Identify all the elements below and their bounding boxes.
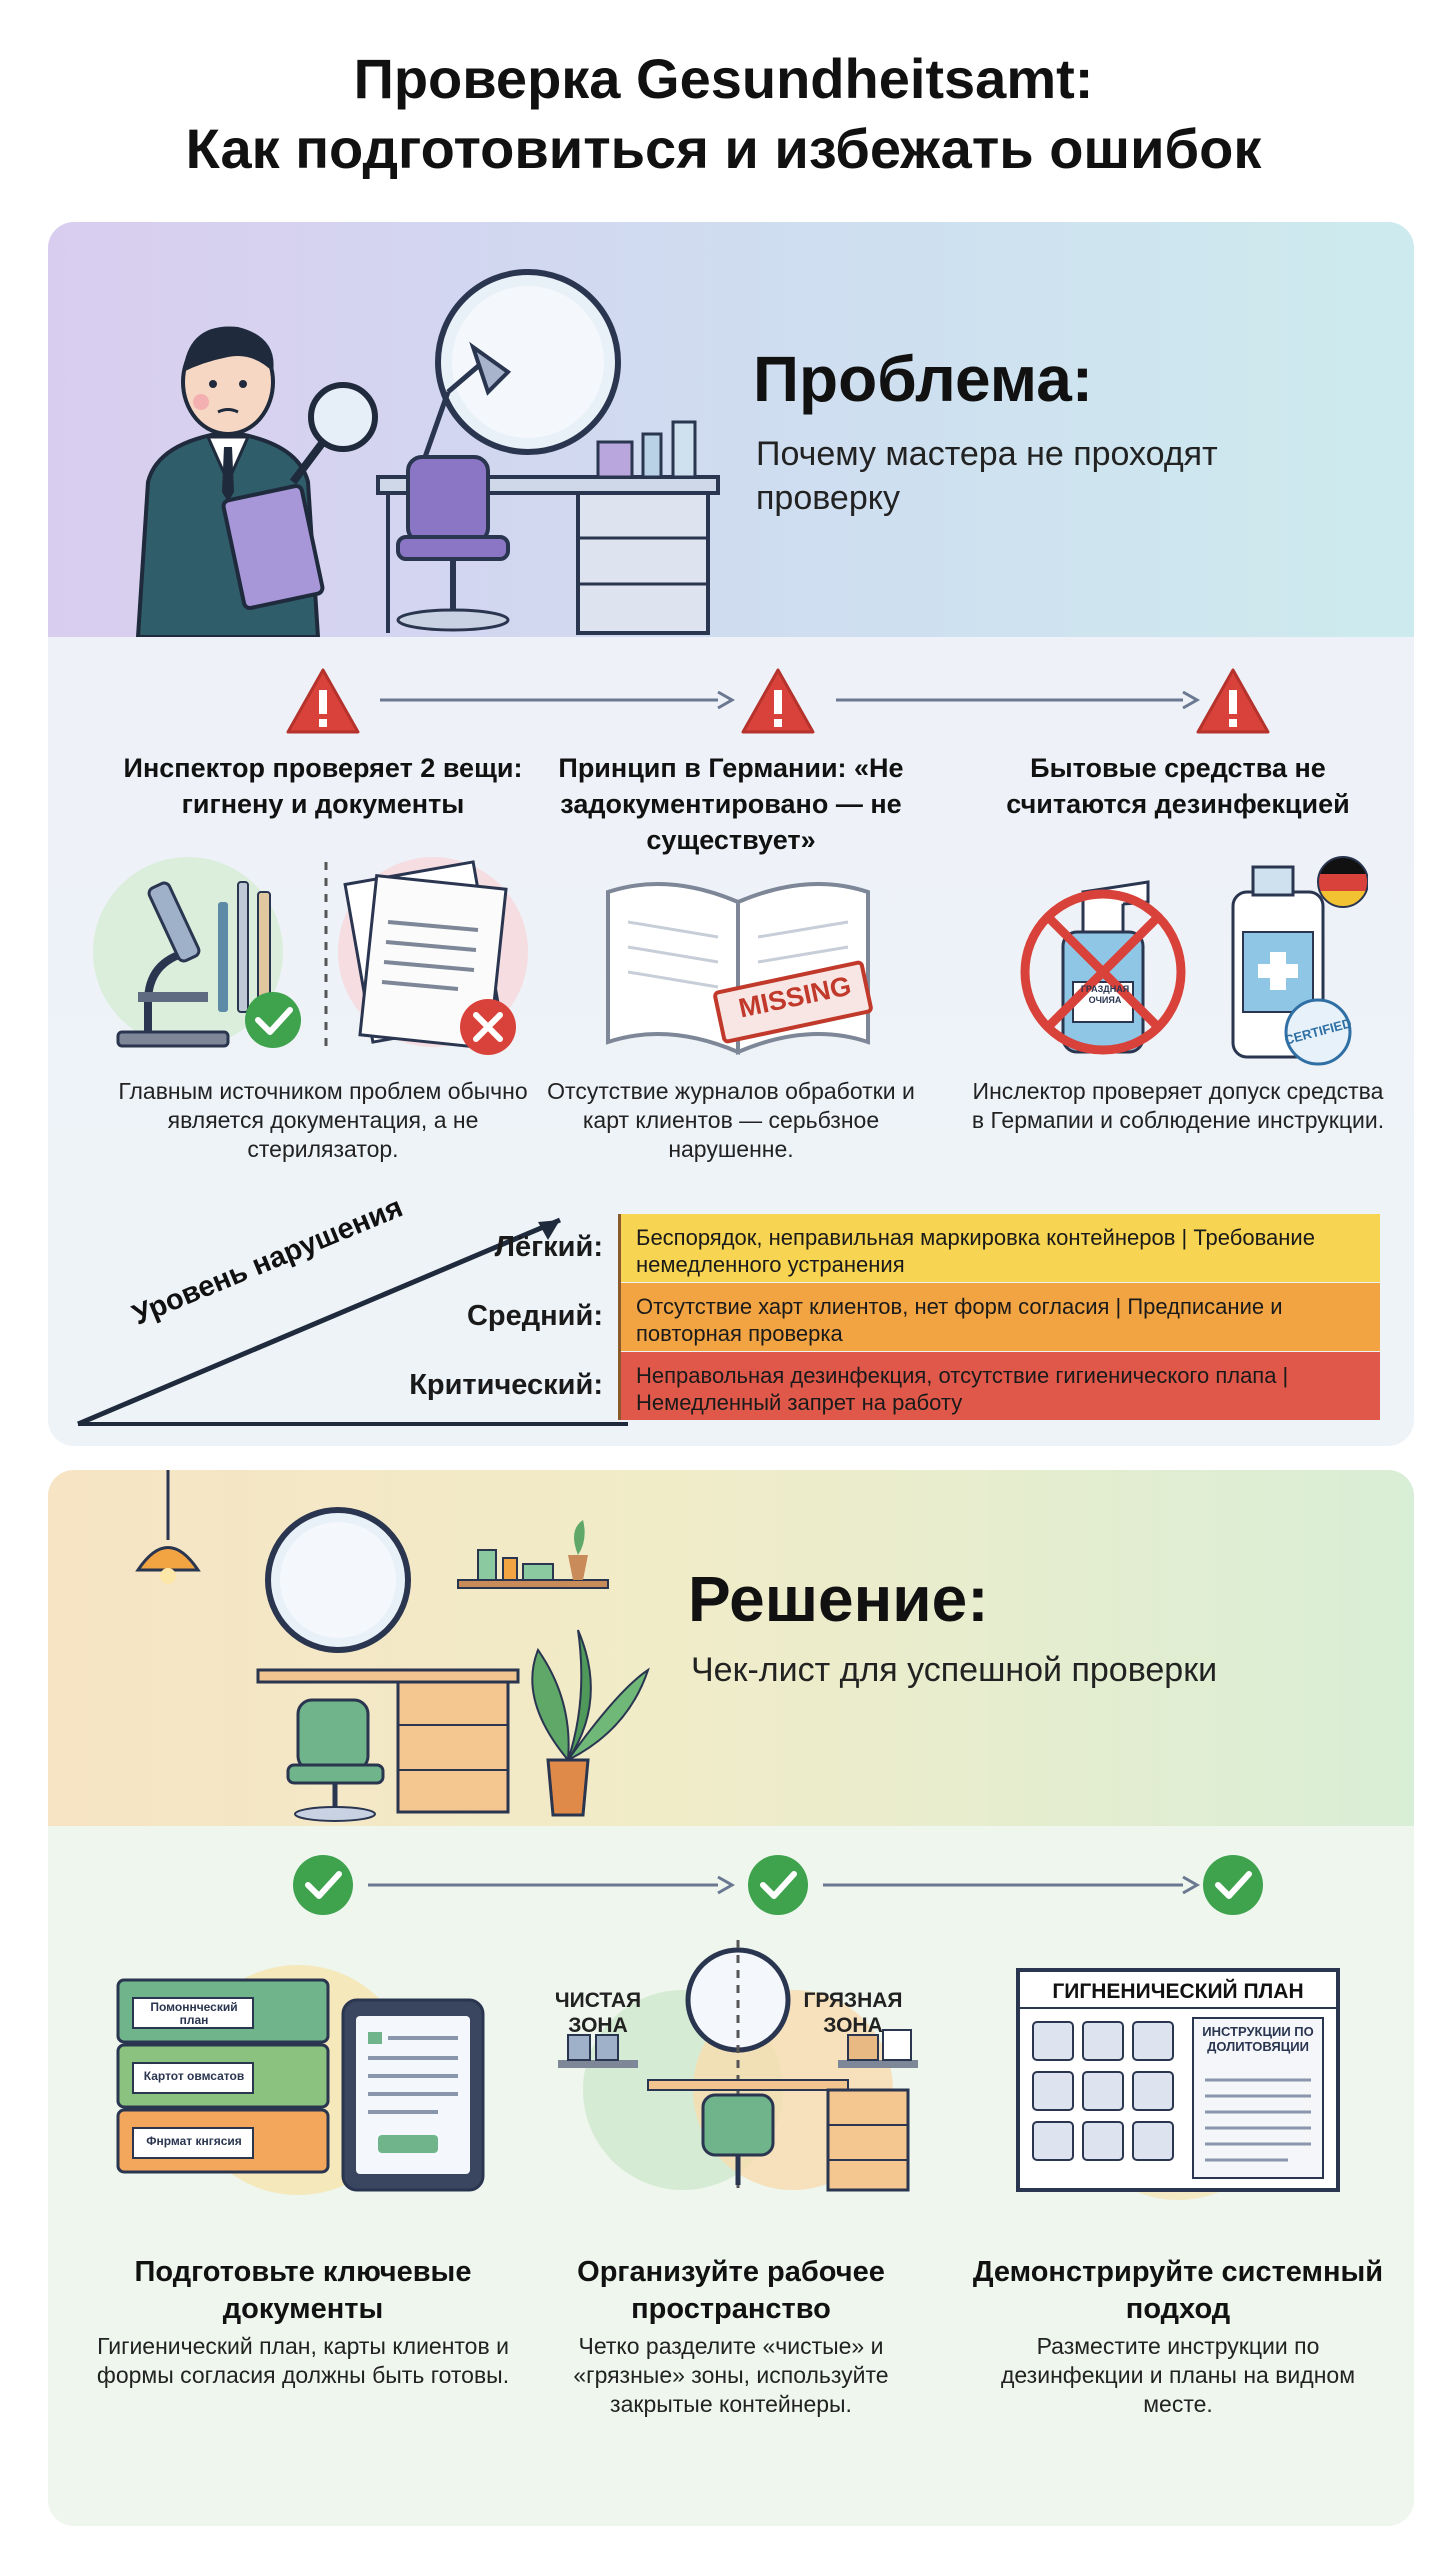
documents-icon (343, 860, 508, 1051)
warning-icon (1196, 668, 1270, 734)
folder-label-2: Картот овмсатов (143, 2069, 245, 2083)
severity-row-medium: Отсутствие харт клиентов, нет форм согла… (618, 1283, 1380, 1351)
problem-subtitle: Почему мастера не проходят проверку (756, 435, 1218, 517)
solution-col1-title: Подготовьте ключевые документы (134, 2256, 472, 2325)
binders-and-tablet-illustration (116, 1965, 485, 2195)
warning-icon (286, 668, 360, 734)
solution-panel: Решение: Чек-лист для успешной проверки (48, 1470, 1414, 2526)
cross-badge-icon (460, 999, 516, 1055)
page-title-line1: Проверка Gesundheitsamt: (353, 47, 1094, 110)
severity-row-light: Беспорядок, неправильная маркировка конт… (618, 1214, 1380, 1282)
solution-subtitle: Чек-лист для успешной проверки (691, 1651, 1218, 1689)
workstation-icon (558, 1940, 918, 2192)
severity-row-critical: Неправольная дезинфекция, отсутствие гиг… (618, 1352, 1380, 1420)
clean-zone-label: ЧИСТАЯ ЗОНА (554, 1989, 642, 2037)
solution-title: Решение: (688, 1563, 989, 1635)
salon-illustration (135, 1470, 650, 1822)
problem-col2-desc: Отсутствие журналов обработки и карт кли… (547, 1078, 915, 1162)
check-icon (748, 1855, 808, 1915)
problem-panel: Проблема: Почему мастера не проходят про… (48, 222, 1414, 1446)
solution-col1-desc: Гигиенический план, карты клиентов и фор… (96, 2333, 510, 2388)
problem-col1-title: Инспектор проверяет 2 вещи: гигнену и до… (123, 753, 523, 819)
page-title-line2: Как подготовиться и избежать ошибок (185, 117, 1262, 180)
hygiene-plan-title: ГИГНЕНИЧЕСКИЙ ПЛАН (1052, 1980, 1304, 2003)
problem-col3-title: Бытовые средства не считаются дезинфекци… (1006, 753, 1350, 819)
problem-col2-title: Принцип в Германии: «Не задокументирован… (558, 753, 904, 855)
solution-banner: Решение: Чек-лист для успешной проверки (48, 1470, 1414, 1826)
solution-steps-flow (293, 1855, 1263, 1915)
problem-title: Проблема: (753, 343, 1094, 415)
microscope-and-documents-illustration (93, 857, 528, 1055)
warning-icon (741, 668, 815, 734)
severity-light-label: Лёгкий: (494, 1231, 603, 1263)
page-title: Проверка Gesundheitsamt: Как подготовить… (0, 44, 1447, 184)
severity-critical-text: Неправольная дезинфекция, отсутствие гиг… (636, 1363, 1289, 1415)
severity-medium-text: Отсутствие харт клиентов, нет форм согла… (636, 1294, 1283, 1346)
severity-critical-label: Критический: (409, 1369, 603, 1401)
folder-label-1: Помоннческий план (150, 2000, 238, 2027)
inspector-illustration (135, 269, 720, 637)
disinfectant-illustration (1020, 856, 1368, 1066)
binders-icon (116, 1978, 330, 2174)
spray-label: ГРАЗДНАЯ ОЧИЯА (1080, 984, 1130, 1005)
dirty-zone-label: ГРЯЗНАЯ ЗОНА (803, 1989, 903, 2037)
check-badge-icon (245, 992, 301, 1048)
problem-banner: Проблема: Почему мастера не проходят про… (48, 222, 1414, 637)
disinfectant-bottle-icon (1231, 865, 1352, 1066)
folder-label-3: Фнрмат кнгясия (146, 2134, 242, 2148)
check-icon (1203, 1855, 1263, 1915)
check-icon (293, 1855, 353, 1915)
problem-col3-desc: Инслектор проверяет допуск средства в Ге… (971, 1078, 1385, 1133)
problem-col1-desc: Главным источником проблем обычно являет… (118, 1078, 528, 1162)
severity-divider (618, 1214, 621, 1420)
hygiene-plan-icon (1016, 1968, 1340, 2200)
tablet-icon (341, 1998, 485, 2192)
severity-light-text: Беспорядок, неправильная маркировка конт… (636, 1225, 1315, 1277)
solution-col2-title: Организуйте рабочее пространство (577, 2256, 885, 2325)
solution-col3-title: Демонстрируйте системный подход (972, 2256, 1384, 2325)
german-flag-icon (1317, 856, 1368, 908)
open-book-icon (606, 882, 873, 1056)
hygiene-plan-subtitle: ИНСТРУКЦИИ ПО ДОЛИТОВЯЦИИ (1202, 2024, 1314, 2054)
severity-wedge (77, 1217, 628, 1427)
solution-col3-desc: Разместите инструкции по дезинфекции и п… (1000, 2333, 1356, 2417)
solution-col2-desc: Четко разделите «чистые» и «грязные» зон… (573, 2333, 889, 2417)
severity-medium-label: Средний: (466, 1300, 603, 1332)
microscope-icon (116, 881, 230, 1048)
problem-steps-flow (286, 668, 1270, 734)
